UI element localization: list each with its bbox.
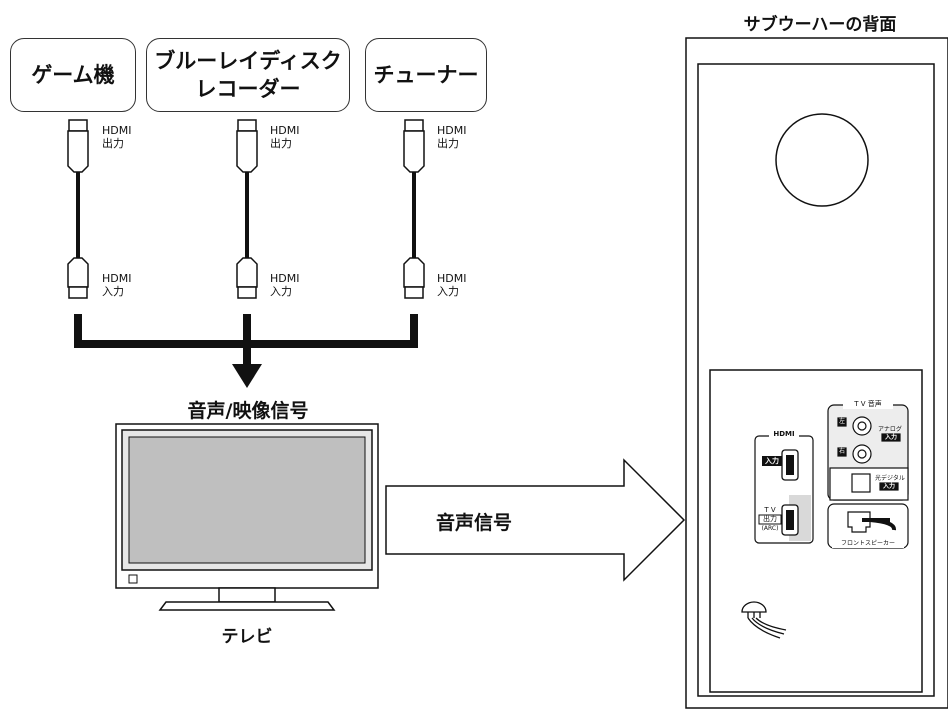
optical-in-tag: 入力	[882, 483, 895, 490]
tuner-label: チューナー	[373, 63, 479, 87]
hdmi-group-label: HDMI	[769, 430, 799, 438]
tv-audio-group-panel	[827, 404, 909, 501]
arc-label: (ARC)	[761, 525, 779, 532]
tv-label: テレビ	[221, 627, 273, 647]
hdmi-cable-tuner	[403, 119, 425, 299]
label-hdmi-in-game: HDMI 入力	[102, 272, 132, 298]
game-console-box: ゲーム機	[10, 38, 136, 112]
bluray-recorder-box: ブルーレイディスク レコーダー	[146, 38, 350, 112]
subwoofer-back	[685, 37, 948, 709]
tv-out-tag: 出力	[763, 515, 777, 523]
bluray-recorder-label: ブルーレイディスク レコーダー	[154, 49, 342, 101]
analog-label: アナログ	[878, 426, 902, 433]
label-hdmi-in-bluray: HDMI 入力	[270, 272, 300, 298]
audio-signal-arrow	[385, 458, 686, 582]
hdmi-in-tag: 入力	[765, 457, 779, 465]
front-speaker-label: フロントスピーカー	[832, 540, 904, 548]
tuner-box: チューナー	[365, 38, 487, 112]
tv-illustration	[115, 423, 379, 611]
tv-port-label: T V	[764, 506, 776, 514]
jack-r-label: 右	[838, 448, 845, 455]
av-signal-label: 音声/映像信号	[187, 400, 309, 422]
game-console-label: ゲーム機	[31, 63, 115, 87]
hdmi-group-panel	[754, 435, 814, 544]
audio-signal-label: 音声信号	[436, 512, 513, 534]
jack-l-label: 左	[838, 418, 845, 425]
power-cord	[741, 601, 787, 639]
label-hdmi-out-tuner: HDMI 出力	[437, 124, 467, 150]
label-hdmi-out-game: HDMI 出力	[102, 124, 132, 150]
hdmi-cable-game	[67, 119, 89, 299]
hdmi-cable-bluray	[236, 119, 258, 299]
analog-in-tag: 入力	[884, 434, 897, 441]
merge-bracket	[74, 314, 418, 366]
label-hdmi-in-tuner: HDMI 入力	[437, 272, 467, 298]
front-speaker-terminal	[827, 503, 909, 549]
subwoofer-back-title: サブウーハーの背面	[743, 15, 897, 35]
tv-audio-group-label: T V 音声	[843, 399, 893, 409]
optical-label: 光デジタル	[875, 475, 905, 482]
label-hdmi-out-bluray: HDMI 出力	[270, 124, 300, 150]
down-arrow	[232, 364, 262, 388]
